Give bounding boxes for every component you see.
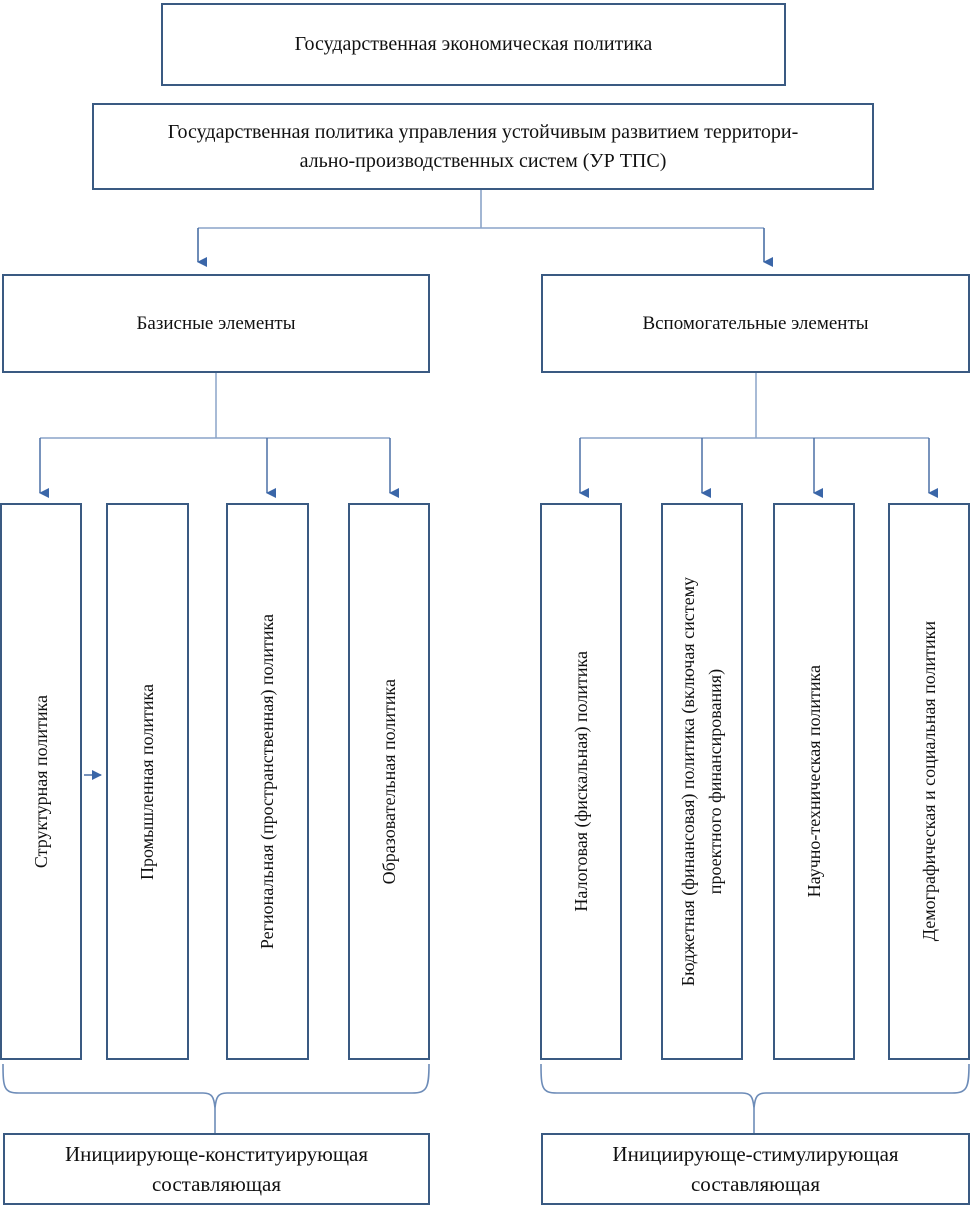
box-auxiliary-elements: Вспомогательные элементы (541, 274, 970, 373)
brace-basic (2, 1063, 430, 1133)
vbox-industrial-policy-label: Промышленная политика (137, 683, 157, 880)
box-initiating-constituting: Инициирующе-конституирующая составляющая (3, 1133, 430, 1205)
vbox-demographic-social-policy-label: Демографическая и социальная политики (918, 621, 939, 942)
vbox-budget-policy-label: Бюджетная (финансовая) политика (включая… (678, 576, 725, 987)
vbox-science-tech-policy-label: Научно-техническая политика (803, 665, 824, 898)
box-basic-elements-label: Базисные элементы (136, 312, 296, 334)
connector-auxiliary-fanout (580, 373, 929, 439)
box-initiating-stimulating: Инициирующе-стимулирующая составляющая (541, 1133, 970, 1205)
box-state-economic-policy-label: Государственная экономическая политика (294, 33, 653, 55)
box-sustainable-development-policy: Государственная политика управления усто… (92, 103, 874, 190)
vbox-demographic-social-policy: Демографическая и социальная политики (888, 503, 970, 1060)
vbox-industrial-policy: Промышленная политика (106, 503, 189, 1060)
vbox-tax-policy-label: Налоговая (фискальная) политика (570, 651, 591, 912)
box-initiating-stimulating-label: Инициирующе-стимулирующая составляющая (612, 1141, 899, 1196)
vbox-regional-policy-label: Региональная (пространственная) политика (257, 613, 277, 950)
vbox-structural-policy: Структурная политика (0, 503, 82, 1060)
box-auxiliary-elements-label: Вспомогательные элементы (642, 312, 869, 334)
vbox-structural-policy-label: Структурная политика (30, 694, 51, 869)
box-state-economic-policy: Государственная экономическая политика (161, 3, 786, 86)
vbox-budget-policy: Бюджетная (финансовая) политика (включая… (661, 503, 743, 1060)
brace-auxiliary (540, 1063, 970, 1133)
box-sustainable-development-policy-label: Государственная политика управления усто… (167, 120, 799, 172)
vbox-regional-policy: Региональная (пространственная) политика (226, 503, 309, 1060)
vbox-educational-policy-label: Образовательная политика (378, 678, 399, 885)
vbox-educational-policy: Образовательная политика (348, 503, 430, 1060)
box-basic-elements: Базисные элементы (2, 274, 430, 373)
box-initiating-constituting-label: Инициирующе-конституирующая составляющая (64, 1141, 369, 1196)
connector-policy-to-branches (198, 190, 764, 229)
vbox-tax-policy: Налоговая (фискальная) политика (540, 503, 622, 1060)
vbox-science-tech-policy: Научно-техническая политика (773, 503, 855, 1060)
connector-basic-fanout (40, 373, 390, 439)
